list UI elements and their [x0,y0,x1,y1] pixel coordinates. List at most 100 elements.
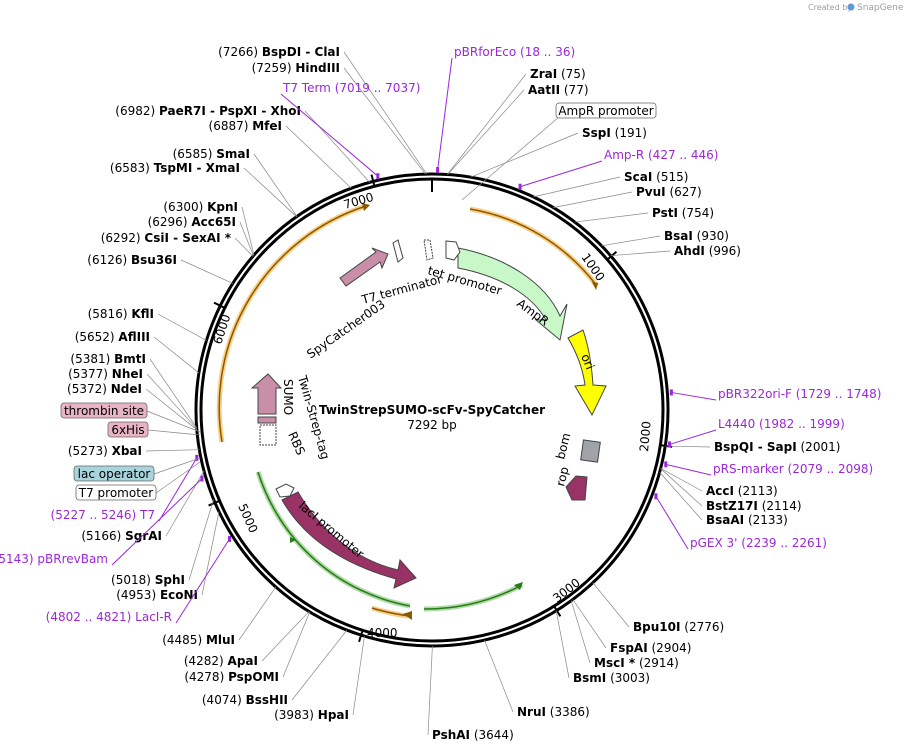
feature-laci-promoter[interactable] [275,483,295,498]
feature-box-label: lac operator [78,467,151,481]
primer-mark [436,167,440,174]
primer-leader [437,57,453,171]
site-position: (5377) [68,367,112,381]
site-leader [610,250,671,257]
primer-label: (4802 .. 4821) LacI-R [46,610,172,624]
site-enzyme: HindIII [295,61,340,75]
feature-bom[interactable] [580,439,601,463]
site-enzyme: PspOMI [228,670,279,684]
backbone-outer [194,172,670,648]
orf-arc-2-arrowhead [362,203,370,211]
primer-range: (2079 .. 2098) [784,462,874,476]
site-label: NruI (3386) [517,705,590,719]
credit-prefix: Created by [808,3,852,12]
box-leader [461,110,567,201]
feature-spycatcher003[interactable] [339,247,389,287]
site-position: (2113) [734,484,778,498]
feature-tet-promoter[interactable] [445,240,461,261]
feature-box-label: 6xHis [111,423,144,437]
primer-name: L4440 [718,417,755,431]
site-position: (3644) [470,728,514,742]
primer-label: T7 Term (7019 .. 7037) [282,81,420,95]
site-leader [660,468,703,507]
site-position: (5372) [67,382,111,396]
site-enzyme: BsmI [573,671,606,685]
site-enzyme: BspQI [714,440,754,454]
feature-laci[interactable] [281,491,417,589]
site-enzyme: BstZ17I [706,499,758,513]
site-label: (5166) SgrAI [81,529,162,543]
site-position: (5381) [70,352,114,366]
site-enzyme: PstI [652,206,678,220]
site-leader [165,470,205,537]
primer-name: Amp-R [604,148,644,162]
scale-tick [358,630,364,643]
feature-twin-strep[interactable] [257,416,277,424]
site-leader [446,73,527,175]
site-enzyme: ApaI [228,654,258,668]
site-leader [149,358,197,429]
site-position: (6296) [148,215,192,229]
backbone-inner [199,177,665,643]
box-leader [147,429,201,436]
site-leader [285,125,352,189]
site-leader [555,610,570,679]
site-enzyme: ZraI [530,67,557,81]
site-enzyme: - XmaI [192,161,240,175]
site-label: AccI (2113) [706,484,778,498]
site-leader [291,629,348,701]
primer-mark [195,454,199,461]
site-leader [427,645,433,736]
site-label: (5381) BmtI [70,352,146,366]
plasmid-length: 7292 bp [407,418,457,432]
site-enzyme: AccI [706,484,734,498]
box-leader [146,410,201,433]
primer-label: pGEX 3' (2239 .. 2261) [690,536,827,550]
feature-sumo[interactable] [250,373,283,415]
primer-range: (2239 .. 2261) [737,536,827,550]
site-position: (6126) [87,253,131,267]
feature-t7-terminator[interactable] [392,239,404,263]
site-leader [447,89,525,175]
site-position: (6982) [115,104,159,118]
site-label: (6300) KpnI [163,200,238,214]
site-enzyme: BmtI [114,352,146,366]
site-leader [145,449,200,452]
site-leader [234,237,254,257]
feature-ampr[interactable] [457,247,568,341]
site-position: (2133) [744,513,788,527]
site-label: (6982) PaeR7I - PspXI - XhoI [115,104,301,118]
site-enzyme: SspI [582,126,611,140]
site-enzyme: - XhoI [257,104,301,118]
primer-range: (1729 .. 1748) [792,387,882,401]
primer-label: (5227 .. 5246) T7 [51,508,155,522]
site-position: (2001) [797,440,841,454]
feature-ori[interactable] [567,329,607,417]
primer-range: (5124 .. 5143) [0,552,37,566]
site-enzyme: NruI [517,705,546,719]
orf-arc-5-line [423,584,523,610]
primer-label: Amp-R (427 .. 446) [604,148,718,162]
site-label: SspI (191) [582,126,647,140]
site-leader [601,235,661,247]
primer-leader [671,391,717,401]
site-label: BsaAI (2133) [706,513,788,527]
site-position: (2904) [648,641,692,655]
feature-rop[interactable] [565,475,588,501]
feature-box [73,465,155,482]
site-label: PstI (754) [652,206,714,220]
site-leader [572,599,607,649]
site-position: (5166) [81,529,125,543]
primer-range: (427 .. 446) [644,148,718,162]
site-position: (2914) [635,656,679,670]
site-enzyme: AatII [528,83,560,97]
site-label: (6583) TspMI - XmaI [110,161,240,175]
site-label: (6126) Bsu36I [87,253,177,267]
primer-name: pRS-marker [713,462,784,476]
site-label: Bpu10I (2776) [633,620,724,634]
primer-name: pGEX 3' [690,536,737,550]
site-enzyme: NheI [112,367,143,381]
site-label: AatII (77) [528,83,589,97]
site-position: (2114) [758,499,802,513]
feature-box [107,421,149,438]
